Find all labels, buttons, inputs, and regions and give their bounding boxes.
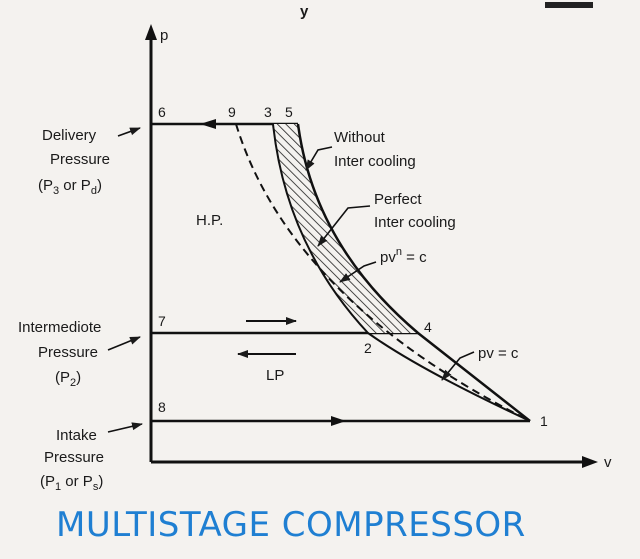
caption: MULTISTAGE COMPRESSOR	[56, 505, 526, 545]
isothermal-pointer	[441, 351, 475, 381]
header-fragment: y	[300, 3, 309, 20]
perfect-label-1: Perfect	[374, 191, 422, 208]
intake-label-3: (P1 or Ps)	[40, 473, 103, 493]
hp-label: H.P.	[196, 212, 223, 229]
delivery-label-1: Delivery	[42, 127, 97, 144]
without-label-1: Without	[334, 129, 386, 146]
y-axis-label: p	[160, 27, 168, 44]
x-axis-arrow	[582, 456, 598, 468]
isothermal-label: pv = c	[478, 345, 519, 362]
point-1: 1	[540, 413, 548, 429]
point-5: 5	[285, 104, 293, 120]
point-7: 7	[158, 313, 166, 329]
polytropic-label: pvn = c	[380, 246, 427, 266]
intake-label-2: Pressure	[44, 449, 104, 466]
y-axis-arrow	[145, 24, 157, 40]
point-8: 8	[158, 399, 166, 415]
delivery-arrow	[200, 119, 216, 129]
without-intercooling-curve	[296, 123, 531, 422]
lp-polytropic-curve	[367, 332, 531, 422]
intake-arrow	[331, 416, 346, 426]
point-3: 3	[264, 104, 272, 120]
point-9: 9	[228, 104, 236, 120]
intermediate-label-2: Pressure	[38, 344, 98, 361]
point-6: 6	[158, 104, 166, 120]
header-bar	[545, 2, 593, 8]
delivery-label-2: Pressure	[50, 151, 110, 168]
point-4: 4	[424, 319, 432, 335]
without-label-2: Inter cooling	[334, 153, 416, 170]
intake-pointer	[107, 422, 143, 433]
delivery-pointer	[117, 127, 141, 137]
intake-label-1: Intake	[56, 427, 97, 444]
intermediate-label-3: (P2)	[55, 369, 81, 389]
delivery-label-3: (P3 or Pd)	[38, 177, 102, 197]
intermediate-pointer	[107, 336, 141, 351]
perfect-label-2: Inter cooling	[374, 214, 456, 231]
perfect-pointer	[317, 205, 371, 247]
hp-polytropic-curve	[272, 123, 369, 334]
lp-label: LP	[266, 367, 284, 384]
isothermal-curve	[235, 123, 531, 422]
point-2: 2	[364, 340, 372, 356]
polytropic-pointer	[339, 261, 377, 283]
intermediate-label-1: Intermediote	[18, 319, 101, 336]
without-pointer	[305, 146, 333, 171]
x-axis-label: v	[604, 454, 612, 471]
